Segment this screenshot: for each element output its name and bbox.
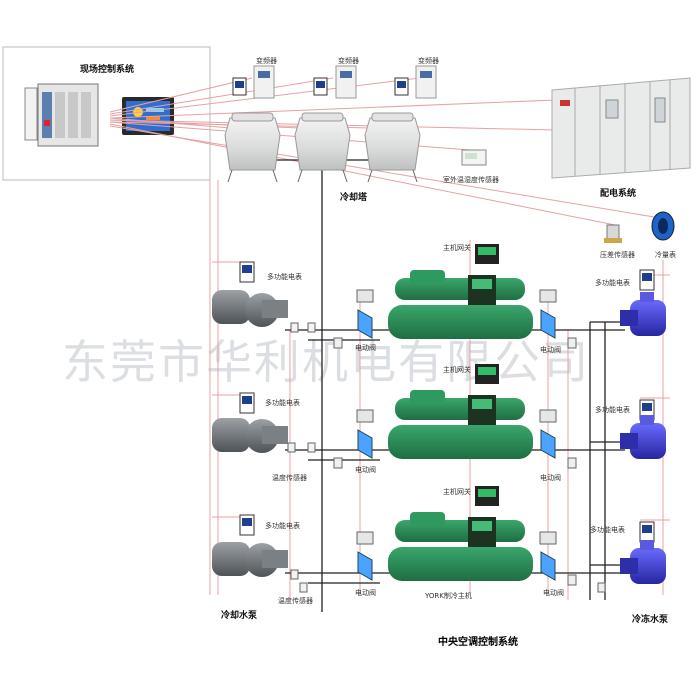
inverter-3-label: 变频器 [418,56,439,65]
pressure-sensor: 压差传感器 [600,224,635,259]
inverter-2: 变频器 [313,56,359,99]
cooling-tower-label: 冷却塔 [340,191,368,203]
right-meter-1-label: 多功能电表 [595,278,630,287]
chiller-1-switch-label: 主机网关 [443,243,471,252]
left-valve-3-label: 电动阀 [355,588,376,597]
chilled-pump-2 [620,415,666,459]
cooling-pump-1 [212,290,288,327]
valve-right-3: 电动阀 [539,531,564,597]
valve-left-2: 电动阀 [355,409,376,474]
inverter-2-label: 变频器 [338,56,359,65]
chilled-pump-row-1: 电动阀 多功能电表 [539,269,666,354]
cooling-pump-label: 冷却水泵 [221,609,258,621]
valve-right-2: 电动阀 [539,409,561,482]
cooling-pump-3 [212,542,288,577]
flow-meter-label: 冷量表 [655,250,676,259]
right-valve-3-label: 电动阀 [543,588,564,597]
left-meter-3-label: 多功能电表 [265,521,300,530]
right-valve-2-label: 电动阀 [540,473,561,482]
left-temp-2-label: 温度传感器 [272,473,307,482]
right-valve-1-label: 电动阀 [540,345,561,354]
cooling-pump-row-3: 多功能电表 温度传感器 电动阀 [212,514,376,605]
plc-icon [24,83,99,147]
cooling-tower-1 [224,112,281,183]
right-meter-2-label: 多功能电表 [595,405,630,414]
cooling-pump-row-2: 多功能电表 温度传感器 电动阀 [212,392,376,482]
left-meter-2-label: 多功能电表 [265,398,300,407]
left-valve-1-label: 电动阀 [355,343,376,352]
cooling-pump-2 [212,418,288,453]
inverter-3: 变频器 [394,56,439,99]
chiller-1: 主机网关 [388,243,533,339]
left-valve-2-label: 电动阀 [355,465,376,474]
watermark: 东莞市华利机电有限公司 [62,335,590,389]
chilled-pump-1 [620,292,666,336]
field-control-panel: 现场控制系统 [2,46,211,181]
chiller-2: 主机网关 [388,364,533,459]
power-distribution-cabinets: 配电系统 [551,77,691,199]
chiller-3-switch-label: 主机网关 [443,487,471,496]
cooling-tower-2 [294,112,351,183]
power-system-label: 配电系统 [600,187,636,199]
chiller-3: 主机网关 [388,486,533,581]
system-title: 中央空调控制系统 [438,635,518,648]
valve-left-1: 电动阀 [355,289,376,352]
chiller-2-switch-label: 主机网关 [443,365,471,374]
valve-right-1: 电动阀 [539,289,561,354]
chiller-bottom-label: YORK制冷主机 [424,591,472,600]
chilled-pump-3 [620,540,666,584]
outdoor-sensor-label: 室外温湿度传感器 [443,175,499,184]
valve-left-3: 电动阀 [355,531,376,597]
inverter-1-label: 变频器 [256,56,277,65]
chilled-pump-label: 冷冻水泵 [632,613,669,625]
cooling-towers: 冷却塔 [224,112,421,203]
right-meter-3-label: 多功能电表 [590,525,625,534]
pressure-sensor-label: 压差传感器 [600,250,635,259]
left-temp-3-label: 温度传感器 [278,596,313,605]
chilled-pump-row-2: 电动阀 多功能电表 [539,399,666,482]
cooling-tower-3 [364,112,421,183]
inverter-1: 变频器 [232,56,277,99]
control-panel-title: 现场控制系统 [80,63,134,75]
cooling-pump-row-1: 多功能电表 电动阀 [212,261,376,352]
inverter-group: 变频器 变频器 变频器 [232,56,439,99]
left-meter-1-label: 多功能电表 [267,272,302,281]
chillers: 主机网关 主机网关 主机网关 YORK制冷主机 [388,243,533,600]
chilled-pump-row-3: 电动阀 多功能电表 [539,521,666,597]
outdoor-sensor: 室外温湿度传感器 [443,149,499,184]
flow-meter: 冷量表 [651,211,676,259]
